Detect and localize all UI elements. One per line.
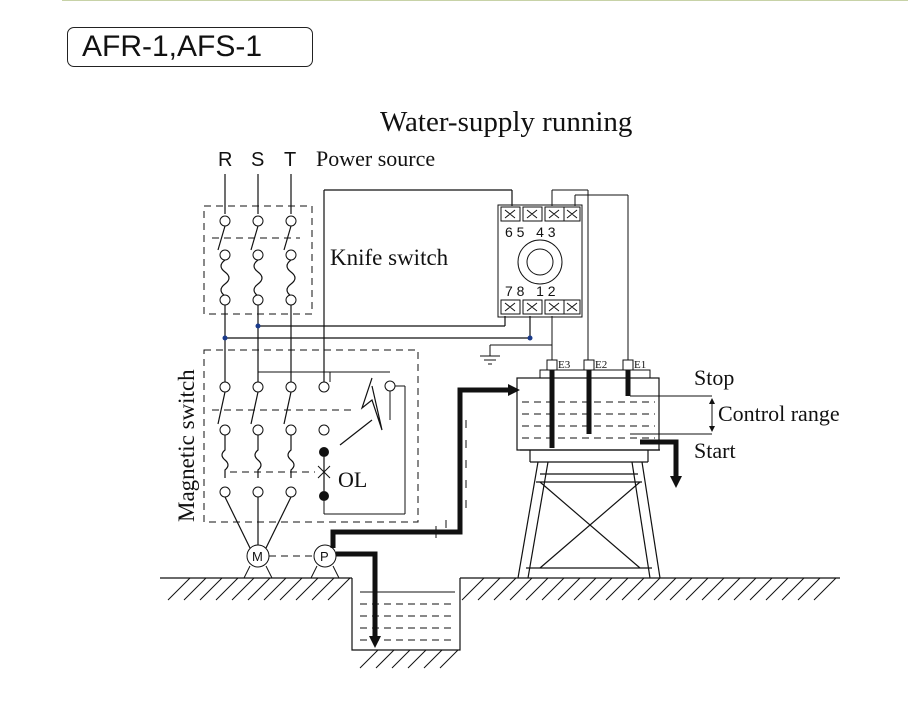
fuses bbox=[219, 259, 297, 306]
level-markers bbox=[630, 395, 715, 435]
knife-switch-contacts bbox=[212, 215, 300, 261]
motor-leads bbox=[224, 496, 292, 549]
discharge-arrow bbox=[508, 384, 520, 396]
magnetic-switch-label: Magnetic switch bbox=[174, 369, 199, 522]
suction-pipe bbox=[336, 551, 378, 638]
start-level-label: Start bbox=[694, 438, 736, 463]
relay-bottom-terminal-numbers: 7 8 1 2 bbox=[505, 283, 556, 299]
magnetic-switch-contacts bbox=[212, 371, 352, 436]
electrode-e3-label: E3 bbox=[558, 359, 571, 371]
electrode-e2-label: E2 bbox=[595, 359, 607, 371]
tank-tower bbox=[517, 449, 661, 579]
contactor-coil bbox=[330, 371, 396, 446]
relay-top-terminals bbox=[500, 206, 581, 222]
electrode-wiring bbox=[480, 189, 629, 365]
outlet-pipe bbox=[640, 439, 679, 478]
phase-r-label: R bbox=[218, 149, 232, 171]
level-relay: 6 5 4 3 7 8 1 2 bbox=[497, 204, 583, 318]
pump-label: P bbox=[320, 549, 329, 564]
phase-t-label: T bbox=[284, 149, 296, 171]
ground-surface bbox=[160, 577, 840, 601]
water-well bbox=[351, 578, 461, 669]
phase-s-label: S bbox=[251, 149, 264, 171]
control-range-label: Control range bbox=[718, 401, 840, 426]
phase-conductors bbox=[224, 305, 292, 382]
control-wiring bbox=[222, 189, 533, 382]
power-source-label: Power source bbox=[316, 146, 435, 171]
overload-relay bbox=[219, 385, 406, 515]
outlet-arrow bbox=[670, 476, 682, 488]
motor-label: M bbox=[252, 549, 263, 564]
knife-switch-label: Knife switch bbox=[330, 245, 449, 270]
overload-label: OL bbox=[338, 467, 367, 492]
top-rule bbox=[62, 0, 908, 1]
diagram-heading: Water-supply running bbox=[380, 106, 632, 138]
supply-lines bbox=[224, 174, 292, 214]
magnetic-switch-enclosure bbox=[203, 349, 419, 523]
equipment-feet bbox=[243, 565, 340, 579]
relay-top-terminal-numbers: 6 5 4 3 bbox=[505, 224, 556, 240]
model-title: AFR-1,AFS-1 bbox=[67, 27, 313, 67]
stop-level-label: Stop bbox=[694, 365, 734, 390]
suction-arrow bbox=[369, 636, 381, 648]
electrode-e1-label: E1 bbox=[634, 359, 646, 371]
discharge-pipe bbox=[330, 387, 510, 548]
relay-bottom-terminals bbox=[500, 299, 581, 315]
electrodes bbox=[546, 359, 634, 448]
